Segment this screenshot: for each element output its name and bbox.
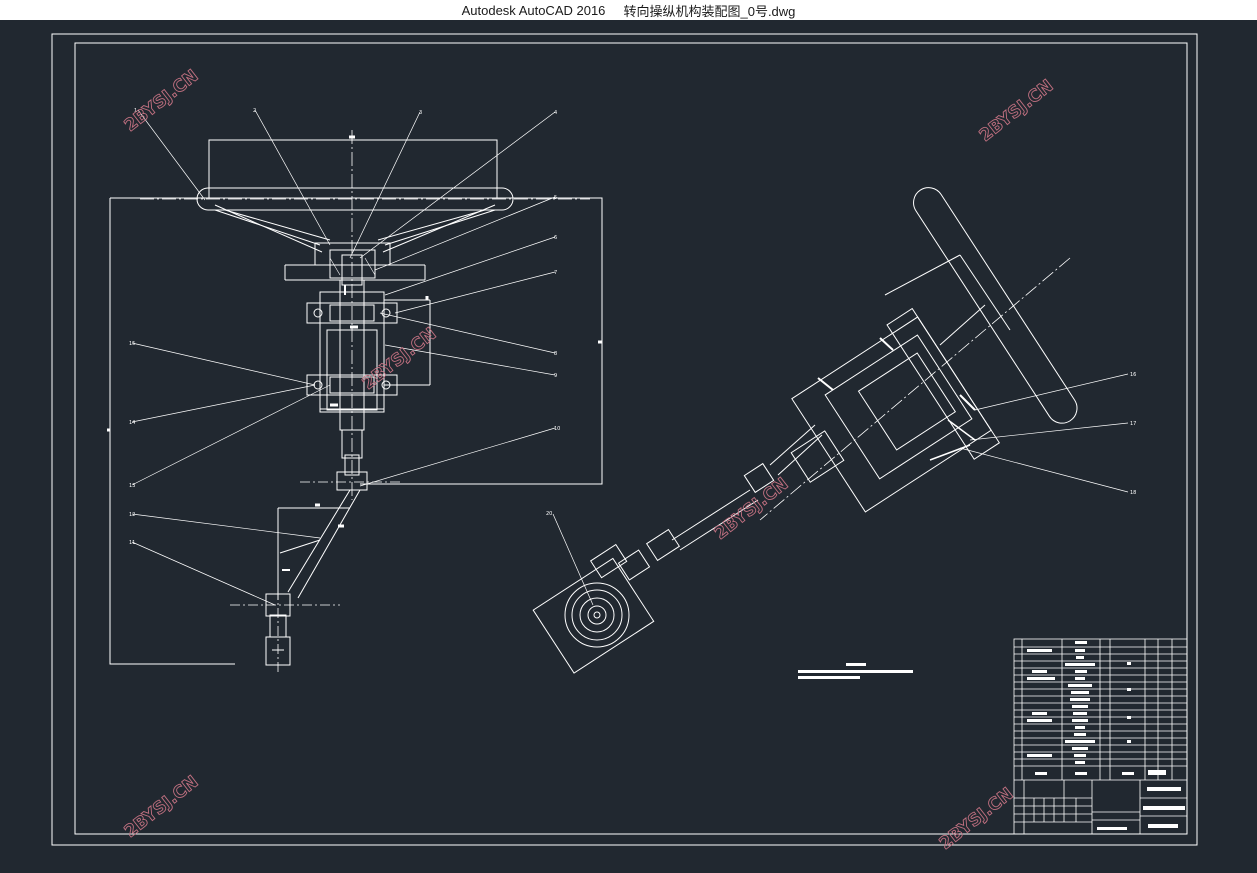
technical-notes: [798, 663, 913, 679]
callout-8: 8: [554, 351, 557, 357]
watermark-5: 2BYSJ.CN: [121, 772, 203, 842]
callout-5: 5: [554, 195, 557, 201]
watermark-4: 2BYSJ.CN: [711, 474, 793, 544]
parts-list-table[interactable]: [1013, 638, 1188, 835]
callout-12: 12: [129, 512, 135, 518]
callout-9: 9: [554, 373, 557, 379]
callout-10: 10: [554, 426, 560, 432]
watermark-2: 2BYSJ.CN: [976, 76, 1058, 146]
callout-13: 13: [129, 483, 135, 489]
drawing-canvas[interactable]: 1 2 3 4 5 6 7 8 9 10 15 14 13 12 11: [0, 20, 1257, 869]
callout-15: 15: [129, 341, 135, 347]
callout-2: 2: [253, 108, 256, 114]
callout-6: 6: [554, 235, 557, 241]
inner-frame: [74, 42, 1188, 835]
callout-7: 7: [554, 270, 557, 276]
watermark-3: 2BYSJ.CN: [359, 324, 441, 394]
callout-20: 20: [546, 511, 552, 517]
callout-16: 16: [1130, 372, 1136, 378]
window-titlebar: Autodesk AutoCAD 2016 转向操纵机构装配图_0号.dwg: [0, 0, 1257, 20]
outer-frame: [51, 33, 1198, 846]
watermark-1: 2BYSJ.CN: [121, 66, 203, 136]
left-assembly-view[interactable]: 1 2 3 4 5 6 7 8 9 10 15 14 13 12 11: [107, 108, 603, 675]
callout-4: 4: [554, 110, 557, 116]
app-name: Autodesk AutoCAD 2016: [461, 2, 606, 18]
parts-list-text: [1027, 641, 1185, 830]
callout-18: 18: [1130, 490, 1136, 496]
callout-3: 3: [419, 110, 422, 116]
watermarks: 2BYSJ.CN 2BYSJ.CN 2BYSJ.CN 2BYSJ.CN 2BYS…: [120, 66, 1058, 855]
file-name: 转向操纵机构装配图_0号.dwg: [623, 3, 796, 19]
callout-11: 11: [129, 540, 135, 546]
callout-1: 1: [134, 108, 137, 114]
callout-14: 14: [129, 420, 135, 426]
right-assembly-view[interactable]: 16 17 18 20: [528, 182, 1137, 674]
callout-17: 17: [1130, 421, 1136, 427]
watermark-6: 2BYSJ.CN: [936, 784, 1018, 854]
